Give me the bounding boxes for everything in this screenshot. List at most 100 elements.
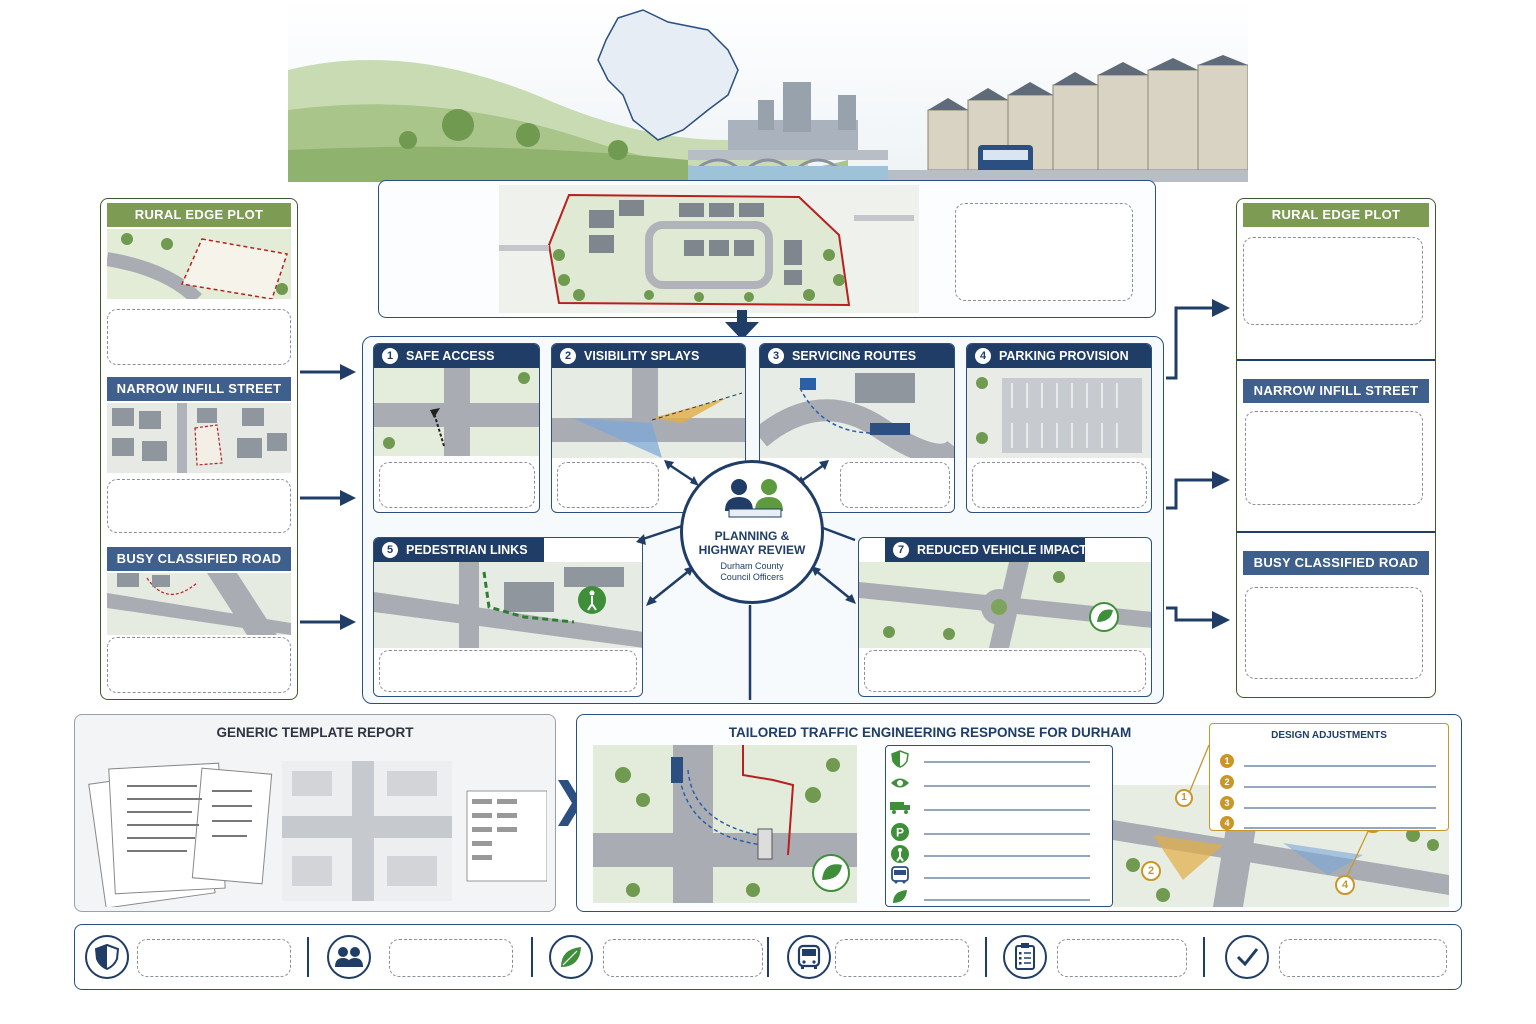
review-card-title: REDUCED VEHICLE IMPACT: [917, 543, 1087, 557]
review-card-header: 1 SAFE ACCESS: [374, 344, 539, 368]
reduced-vehicle-impact-map: [859, 562, 1151, 648]
left-card-title-rural: RURAL EDGE PLOT: [107, 203, 291, 227]
down-arrow: [725, 310, 759, 340]
footer-notes-box-1: [137, 939, 291, 977]
leaf-icon: [549, 935, 593, 979]
infill-street-map: [107, 403, 291, 473]
step-number: 4: [975, 348, 991, 364]
classified-road-map: [107, 573, 291, 635]
review-card-header: 5 PEDESTRIAN LINKS: [374, 538, 544, 562]
footer-notes-box-6: [1279, 939, 1447, 977]
svg-text:P: P: [896, 826, 904, 840]
banner-illustration: [288, 0, 1248, 182]
clipboard-icon: [1003, 935, 1047, 979]
right-infill-notes-box: [1245, 411, 1423, 505]
footer-notes-box-3: [603, 939, 763, 977]
check-icon: [1225, 935, 1269, 979]
adjustment-number: 1: [1220, 754, 1234, 768]
review-card-title: SAFE ACCESS: [406, 349, 495, 363]
design-checklist: P: [885, 745, 1113, 907]
footer-notes-box-2: [389, 939, 513, 977]
reduced-vehicle-impact-notes-box: [864, 650, 1146, 692]
pedestrian-links-notes-box: [379, 650, 637, 692]
people-icon: [327, 935, 371, 979]
design-adjustments-title: DESIGN ADJUSTMENTS: [1271, 730, 1387, 741]
step-number: 5: [382, 542, 398, 558]
left-card-title-infill: NARROW INFILL STREET: [107, 377, 291, 401]
hub-title: PLANNING & HIGHWAY REVIEW: [698, 529, 806, 557]
footer-divider: [767, 937, 769, 977]
adjustment-lines: [1244, 765, 1436, 829]
safe-access-notes-box: [379, 462, 535, 508]
adjustment-number: 3: [1220, 796, 1234, 810]
bus-icon: [891, 866, 909, 884]
truck-icon: [890, 802, 910, 814]
right-classified-notes-box: [1245, 587, 1423, 679]
review-card-title: VISIBILITY SPLAYS: [584, 349, 700, 363]
site-plan-panel: [378, 180, 1156, 318]
right-card-title-classified: BUSY CLASSIFIED ROAD: [1243, 551, 1429, 575]
right-rural-notes-box: [1243, 237, 1423, 325]
review-card-header: 3 SERVICING ROUTES: [760, 344, 954, 368]
left-card-title-classified: BUSY CLASSIFIED ROAD: [107, 547, 291, 571]
pedestrian-icon: [891, 845, 909, 863]
map-marker-1: 1: [1175, 789, 1193, 807]
parking-provision-notes-box: [972, 462, 1147, 508]
leaf-icon: [893, 890, 907, 903]
right-connector-arrows: [1166, 299, 1230, 629]
review-card-servicing-routes: 3 SERVICING ROUTES: [759, 343, 955, 513]
adjustment-number: 2: [1220, 775, 1234, 789]
left-rural-notes-box: [107, 309, 291, 365]
step-number: 2: [560, 348, 576, 364]
generic-report-panel: GENERIC TEMPLATE REPORT: [74, 714, 556, 912]
site-plan-notes-box: [955, 203, 1133, 301]
footer-divider: [985, 937, 987, 977]
review-card-header: 7 REDUCED VEHICLE IMPACT: [885, 538, 1087, 562]
footer-notes-box-5: [1057, 939, 1187, 977]
footer-bar: [74, 924, 1462, 990]
review-card-pedestrian-links: 5 PEDESTRIAN LINKS: [373, 537, 643, 697]
footer-divider: [1203, 937, 1205, 977]
step-number: 1: [382, 348, 398, 364]
left-connector-arrows: [300, 364, 356, 630]
left-classified-notes-box: [107, 637, 291, 693]
review-card-reduced-vehicle-impact: 7 REDUCED VEHICLE IMPACT: [858, 537, 1152, 697]
review-card-title: PEDESTRIAN LINKS: [406, 543, 528, 557]
right-divider: [1237, 531, 1435, 533]
adjustment-number: 4: [1220, 816, 1234, 830]
review-card-title: SERVICING ROUTES: [792, 349, 917, 363]
pedestrian-links-map: [374, 562, 642, 648]
officers-icon: [725, 479, 783, 518]
map-marker-4: 4: [1335, 875, 1355, 895]
shield-icon: [891, 750, 909, 768]
footer-divider: [307, 937, 309, 977]
review-card-header: 2 VISIBILITY SPLAYS: [552, 344, 745, 368]
planning-review-hub: PLANNING & HIGHWAY REVIEW Durham County …: [680, 460, 824, 604]
right-card-title-infill: NARROW INFILL STREET: [1243, 379, 1429, 403]
visibility-splays-map: [552, 368, 745, 458]
tailored-response-title: TAILORED TRAFFIC ENGINEERING RESPONSE FO…: [728, 725, 1132, 740]
eye-icon: [891, 778, 909, 788]
right-divider: [1237, 359, 1435, 361]
left-infill-notes-box: [107, 479, 291, 533]
checklist-lines: [924, 761, 1090, 901]
step-number: 3: [768, 348, 784, 364]
hub-connectors: [636, 460, 856, 700]
generic-report-illustration: [88, 761, 547, 907]
bus-icon: [787, 935, 831, 979]
footer-divider: [531, 937, 533, 977]
hub-subtitle: Durham County Council Officers: [720, 561, 784, 582]
tailored-junction-map: [593, 745, 857, 903]
review-card-safe-access: 1 SAFE ACCESS: [373, 343, 540, 513]
design-adjustments-box: DESIGN ADJUSTMENTS 1 2 3 4: [1209, 723, 1449, 831]
step-number: 7: [893, 542, 909, 558]
right-site-types-panel: RURAL EDGE PLOT NARROW INFILL STREET BUS…: [1236, 198, 1436, 698]
right-card-title-rural: RURAL EDGE PLOT: [1243, 203, 1429, 227]
shield-icon: [85, 935, 129, 979]
review-card-visibility-splays: 2 VISIBILITY SPLAYS: [551, 343, 746, 513]
safe-access-map: [374, 368, 539, 456]
visibility-splays-notes-box: [557, 462, 659, 508]
footer-notes-box-4: [835, 939, 969, 977]
